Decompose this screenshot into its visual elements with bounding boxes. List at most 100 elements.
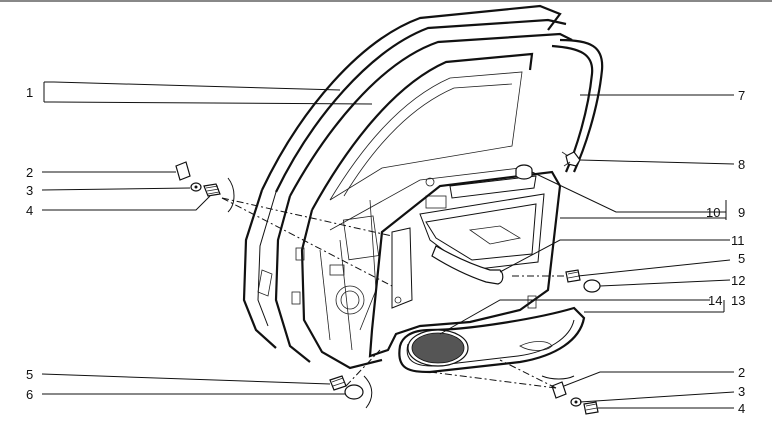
door-inner-panel-edge-2 <box>300 209 383 370</box>
door-frame-outer-2 <box>275 18 567 193</box>
weatherstrip-seal <box>559 38 604 173</box>
leader-2b <box>563 371 734 387</box>
leader-3a <box>41 187 191 191</box>
label-11: 11 <box>731 233 745 248</box>
clip-nut-lower-shape <box>551 381 567 399</box>
door-shell-front-edge-2 <box>257 191 277 327</box>
leader-5a <box>41 373 331 385</box>
label-4-upper: 4 <box>26 203 33 218</box>
assembly-lines <box>221 177 575 409</box>
label-5-right: 5 <box>738 251 745 266</box>
screw-lower-right-head <box>583 401 599 415</box>
pocket-outline <box>398 306 586 374</box>
door-frame-inner <box>289 32 573 197</box>
screw-lower-left-head <box>329 375 347 391</box>
speaker-mesh <box>411 332 465 364</box>
bracket-arc-lower-left <box>363 375 373 409</box>
screw-cap-lower-left-shape <box>344 384 364 400</box>
window-glass <box>329 71 523 201</box>
leader-8 <box>579 159 735 165</box>
leader-11 <box>499 239 730 273</box>
label-3-lower: 3 <box>738 384 745 399</box>
door-pull-pocket <box>468 225 522 245</box>
label-9: 9 <box>738 205 745 220</box>
screw-right-head <box>565 269 581 283</box>
trim-screw-hole <box>394 296 402 304</box>
assembly-line-upper-1 <box>221 197 393 237</box>
panel-hole <box>329 264 345 276</box>
label-8: 8 <box>738 157 745 172</box>
trim-plug <box>515 164 533 180</box>
leader-12 <box>599 279 731 287</box>
door-frame-outer <box>261 4 562 191</box>
screw-cap-right-shape <box>583 279 601 293</box>
door-pocket <box>398 306 586 374</box>
leader-10 <box>531 171 726 213</box>
seal-clip-barbs <box>561 151 571 167</box>
armrest-insert <box>419 193 545 271</box>
label-3-upper: 3 <box>26 183 33 198</box>
label-1: 1 <box>26 85 33 100</box>
label-13: 13 <box>731 293 745 308</box>
screw-cap-right <box>583 279 601 293</box>
screw-right-threads <box>567 271 580 279</box>
label-5-lower: 5 <box>26 367 33 382</box>
label-4-lower: 4 <box>738 401 745 416</box>
pocket-inner-lip <box>406 319 575 367</box>
washer-upper-hole <box>194 185 198 189</box>
hinge-bracket <box>257 269 273 297</box>
screw-upper <box>203 183 221 197</box>
assembly-line-upper-2 <box>221 197 393 287</box>
screw-right <box>565 269 581 283</box>
speaker-opening <box>335 285 365 315</box>
clip-nut-upper-shape <box>175 161 191 181</box>
assembly-line-lower-left <box>345 349 381 387</box>
label-7: 7 <box>738 88 745 103</box>
label-6: 6 <box>26 387 33 402</box>
leader-3b <box>579 391 735 403</box>
trim-clip-slot <box>527 295 537 309</box>
pocket-grip-recess <box>519 341 553 351</box>
window-crank-handle <box>431 245 504 285</box>
label-2-lower: 2 <box>738 365 745 380</box>
label-10: 10 <box>706 205 720 220</box>
door-shell-front-edge <box>242 189 277 349</box>
clip-nut-upper <box>175 161 191 181</box>
lock-hole <box>425 177 435 187</box>
leader-4a <box>42 195 211 211</box>
hinge-slot-2 <box>291 291 301 305</box>
hinge-slot <box>295 247 305 261</box>
label-2-upper: 2 <box>26 165 33 180</box>
screw-lower-right <box>583 401 599 415</box>
armrest-insert-inner <box>425 203 537 261</box>
leader-1-top <box>44 81 341 91</box>
door-trim-panel <box>368 170 562 358</box>
screw-lower-right-threads <box>585 403 598 411</box>
bracket-arc-lower-right <box>541 375 575 380</box>
handle-pocket <box>425 195 447 209</box>
speaker-opening-inner <box>340 290 360 310</box>
callout-labels: 1 2 3 4 5 6 7 8 10 9 11 5 12 14 13 2 3 4 <box>26 85 745 416</box>
washer-lower <box>570 397 582 407</box>
clip-nut-lower <box>551 381 567 399</box>
door-body-assembly <box>242 4 604 370</box>
label-12: 12 <box>731 273 745 288</box>
bracket-arc-upper <box>227 177 235 213</box>
window-handle <box>431 245 504 285</box>
screw-cap-lower-left <box>344 384 364 400</box>
panel-rib <box>319 249 331 341</box>
glass-edge <box>343 83 513 197</box>
leader-14 <box>439 299 710 335</box>
screw-upper-threads <box>205 185 220 195</box>
screw-lower-left-threads <box>331 377 346 387</box>
label-14: 14 <box>708 293 722 308</box>
door-inner-panel-edge <box>274 195 311 363</box>
seal-clip-shape <box>565 151 581 167</box>
washer-upper <box>190 182 202 192</box>
trim-front-panel <box>391 227 413 309</box>
trim-plug-body <box>515 170 533 180</box>
leader-5b <box>577 259 731 277</box>
leader-1-bottom <box>44 101 373 105</box>
seal-clip <box>561 151 581 167</box>
